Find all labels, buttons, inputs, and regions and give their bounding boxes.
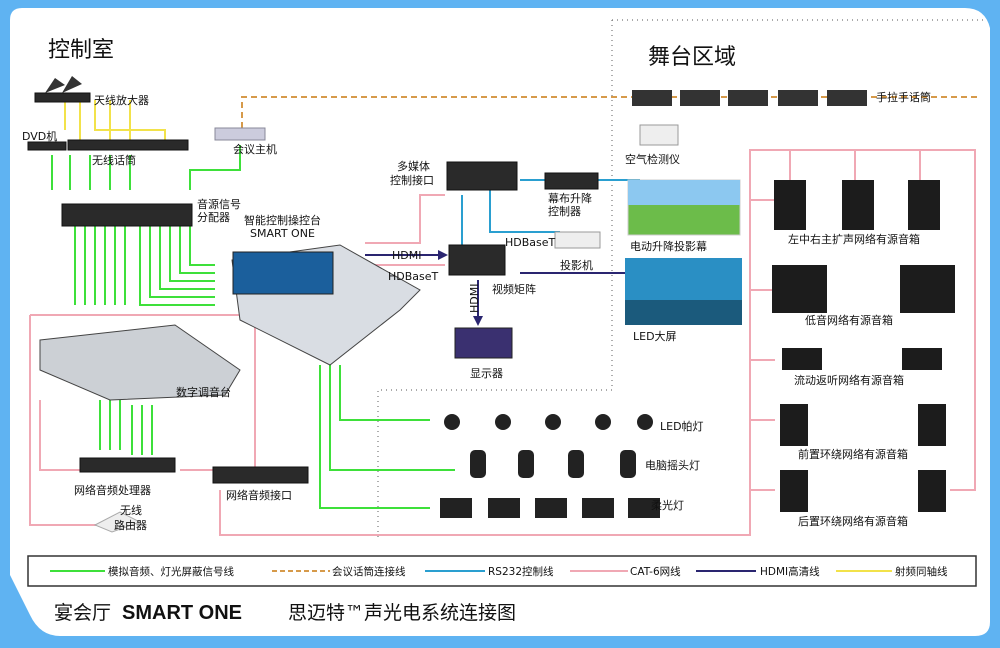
- wireless-receivers: [67, 139, 189, 151]
- label-main-speakers: 左中右主扩声网络有源音箱: [788, 232, 920, 246]
- cables: [29, 96, 980, 536]
- air-monitor-device: [639, 124, 679, 146]
- label-moving-head: 电脑摇头灯: [645, 458, 700, 472]
- label-console-2: SMART ONE: [250, 227, 315, 240]
- media-control-device: [446, 161, 518, 191]
- label-hdbaset-projector: HDBaseT: [505, 236, 556, 249]
- screen-controller-device: [544, 172, 599, 190]
- label-rear-surround: 后置环绕网络有源音箱: [798, 514, 908, 528]
- title-suffix: 思迈特™声光电系统连接图: [288, 602, 516, 624]
- label-front-surround: 前置环绕网络有源音箱: [798, 447, 908, 461]
- label-wireless-mic: 无线话筒: [92, 153, 136, 167]
- label-dvd: DVD机: [22, 129, 57, 143]
- devices: [27, 76, 742, 533]
- video-matrix-device: [448, 244, 506, 276]
- speakers: [772, 180, 955, 512]
- legend-label-5: 射频同轴线: [895, 565, 948, 578]
- digital-mixer-device: [39, 324, 241, 401]
- label-hdmi-down: HDMI: [468, 284, 481, 313]
- label-monitor-speakers: 流动返听网络有源音箱: [794, 373, 904, 387]
- label-screen-ctrl-1: 幕布升降: [548, 191, 592, 205]
- label-antenna-amp: 天线放大器: [94, 93, 149, 107]
- antenna-amp-device: [34, 92, 91, 103]
- label-processor: 网络音频处理器: [74, 483, 151, 497]
- legend-label-1: 会议话筒连接线: [332, 565, 406, 578]
- label-soft-light: 柔光灯: [651, 498, 684, 512]
- diagram-title: 宴会厅 SMART ONE 思迈特™声光电系统连接图: [54, 601, 516, 624]
- splitter-device: [61, 203, 193, 227]
- title-prefix: 宴会厅: [54, 601, 111, 624]
- label-splitter-2: 分配器: [197, 211, 230, 224]
- monitor-device: [454, 327, 513, 359]
- legend-label-3: CAT-6网线: [630, 565, 681, 578]
- label-sub-speakers: 低音网络有源音箱: [805, 313, 893, 327]
- stage-zone-border: [377, 19, 985, 540]
- router-device: [93, 511, 142, 533]
- legend: 模拟音频、灯光屏蔽信号线 会议话筒连接线 RS232控制线 CAT-6网线 HD…: [27, 555, 977, 587]
- label-projection-screen: 电动升降投影幕: [630, 239, 707, 253]
- label-media-2: 控制接口: [390, 173, 434, 187]
- label-router-1: 无线: [120, 503, 142, 517]
- label-hdmi-in: HDMI: [392, 249, 421, 262]
- label-chain-mic: 手拉手话筒: [876, 90, 931, 104]
- label-media-1: 多媒体: [397, 159, 430, 173]
- label-mixer: 数字调音台: [176, 385, 231, 399]
- label-monitor: 显示器: [470, 367, 503, 380]
- processor-device: [79, 457, 176, 473]
- legend-label-0: 模拟音频、灯光屏蔽信号线: [108, 565, 234, 578]
- label-conference-host: 会议主机: [233, 142, 277, 156]
- conference-host-device: [214, 127, 266, 141]
- projector-device: [554, 231, 601, 249]
- label-led-screen: LED大屏: [633, 329, 677, 343]
- legend-box: [27, 555, 977, 587]
- legend-label-4: HDMI高清线: [760, 565, 820, 578]
- label-video-matrix: 视频矩阵: [492, 282, 536, 296]
- label-audio-interface: 网络音频接口: [226, 488, 292, 502]
- zone-stage-area: 舞台区域: [648, 45, 736, 70]
- label-air-monitor: 空气检测仪: [625, 152, 680, 166]
- legend-label-2: RS232控制线: [488, 565, 554, 578]
- label-par-light: LED帕灯: [660, 419, 704, 433]
- dvd-device: [27, 141, 67, 151]
- label-hdbaset-in: HDBaseT: [388, 270, 439, 283]
- title-brand: SMART ONE: [122, 602, 242, 624]
- antenna-icon: [45, 76, 82, 93]
- label-router-2: 路由器: [114, 518, 147, 532]
- console-screens: [232, 251, 334, 295]
- label-splitter-1: 音源信号: [197, 197, 241, 211]
- chain-mics: [632, 90, 867, 106]
- label-projector: 投影机: [560, 258, 593, 272]
- label-console-1: 智能控制操控台: [244, 213, 321, 227]
- label-screen-ctrl-2: 控制器: [548, 204, 581, 218]
- zone-control-room: 控制室: [48, 38, 114, 63]
- audio-interface-device: [212, 466, 309, 484]
- lights: [440, 414, 660, 518]
- device-labels: 天线放大器 DVD机 无线话筒 会议主机 音源信号 分配器 智能控制操控台 SM…: [22, 90, 931, 532]
